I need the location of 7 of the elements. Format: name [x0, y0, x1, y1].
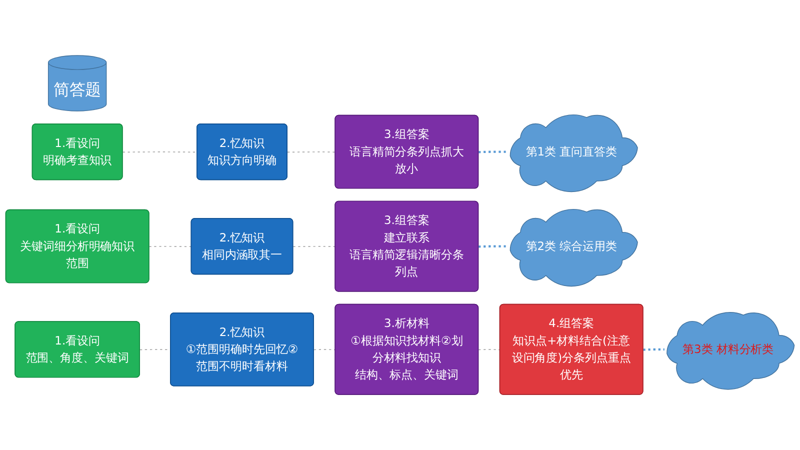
connector — [478, 349, 500, 350]
connector — [478, 245, 508, 248]
connector — [148, 246, 192, 248]
connector — [292, 246, 336, 248]
connector — [314, 349, 336, 350]
connector — [643, 348, 664, 351]
connector — [478, 150, 508, 154]
